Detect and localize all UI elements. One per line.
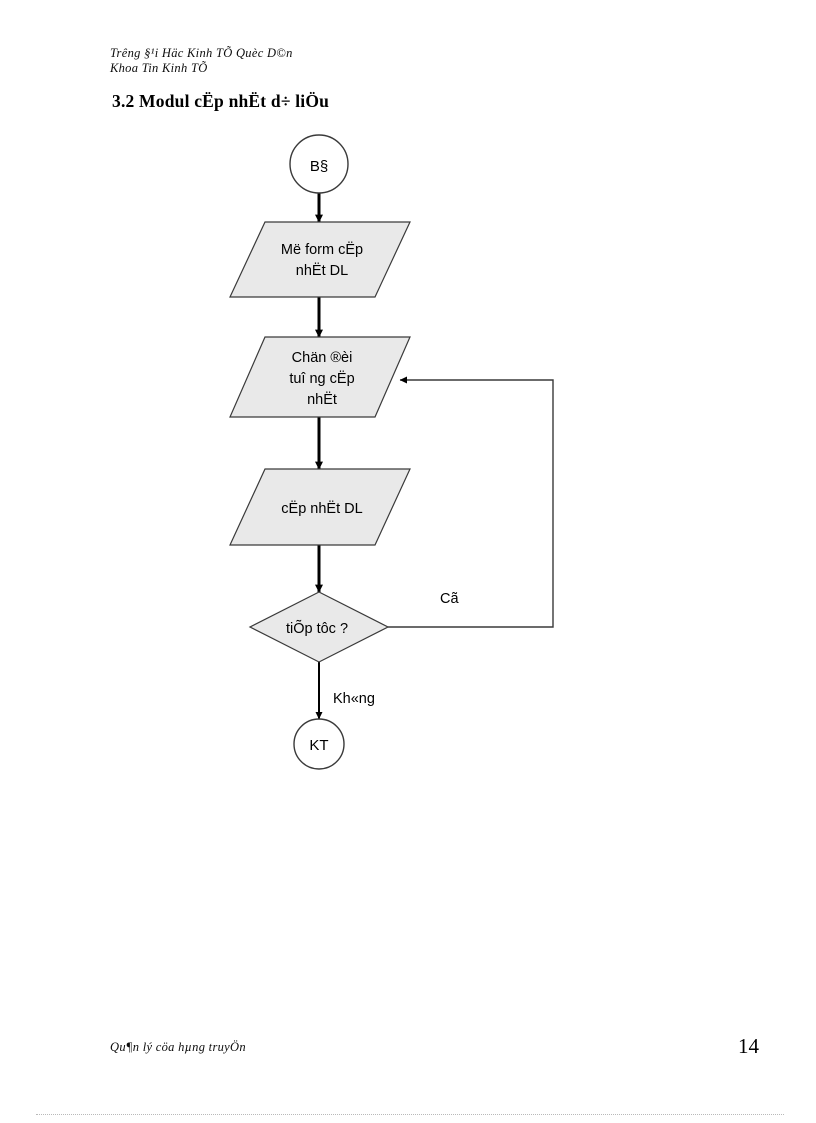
section-title: 3.2 Modul cËp nhËt d÷ liÖu — [112, 91, 330, 111]
node-open-form-label-line1: Më form cËp — [281, 241, 363, 258]
node-select-target-label-line2: tuî ng cËp — [289, 370, 354, 387]
node-update-data: cËp nhËt DL — [229, 468, 411, 546]
node-end: KT — [293, 718, 345, 770]
edge-label-yes: Cã — [440, 591, 459, 607]
node-select-target-label-line1: Chän ®èi — [292, 350, 353, 366]
node-open-form: Më form cËp nhËt DL — [229, 221, 411, 298]
header-line-1: Trêng §¹i Häc Kinh TÕ Quèc D©n — [110, 46, 293, 60]
node-end-label: KT — [309, 737, 328, 754]
node-open-form-label-line2: nhËt DL — [296, 262, 348, 279]
node-start: B§ — [289, 134, 349, 194]
node-decision-continue-label: tiÕp tôc ? — [286, 620, 348, 637]
node-start-label: B§ — [310, 158, 328, 175]
document-footer: Qu¶n lý cöa hµng truyÖn — [110, 1040, 246, 1054]
header-line-2: Khoa Tin Kinh TÕ — [110, 61, 208, 75]
bottom-divider — [36, 1114, 784, 1115]
node-decision-continue: tiÕp tôc ? — [248, 591, 390, 663]
document-header: Trêng §¹i Häc Kinh TÕ Quèc D©n Khoa Tin … — [110, 46, 293, 76]
node-update-data-label: cËp nhËt DL — [281, 500, 362, 517]
node-select-target-label-line3: nhËt — [307, 391, 337, 408]
page-number: 14 — [738, 1034, 759, 1058]
edge-label-no: Kh«ng — [333, 691, 375, 707]
node-select-target: Chän ®èi tuî ng cËp nhËt — [229, 336, 411, 418]
connector-decision-yes-loop — [388, 376, 554, 628]
